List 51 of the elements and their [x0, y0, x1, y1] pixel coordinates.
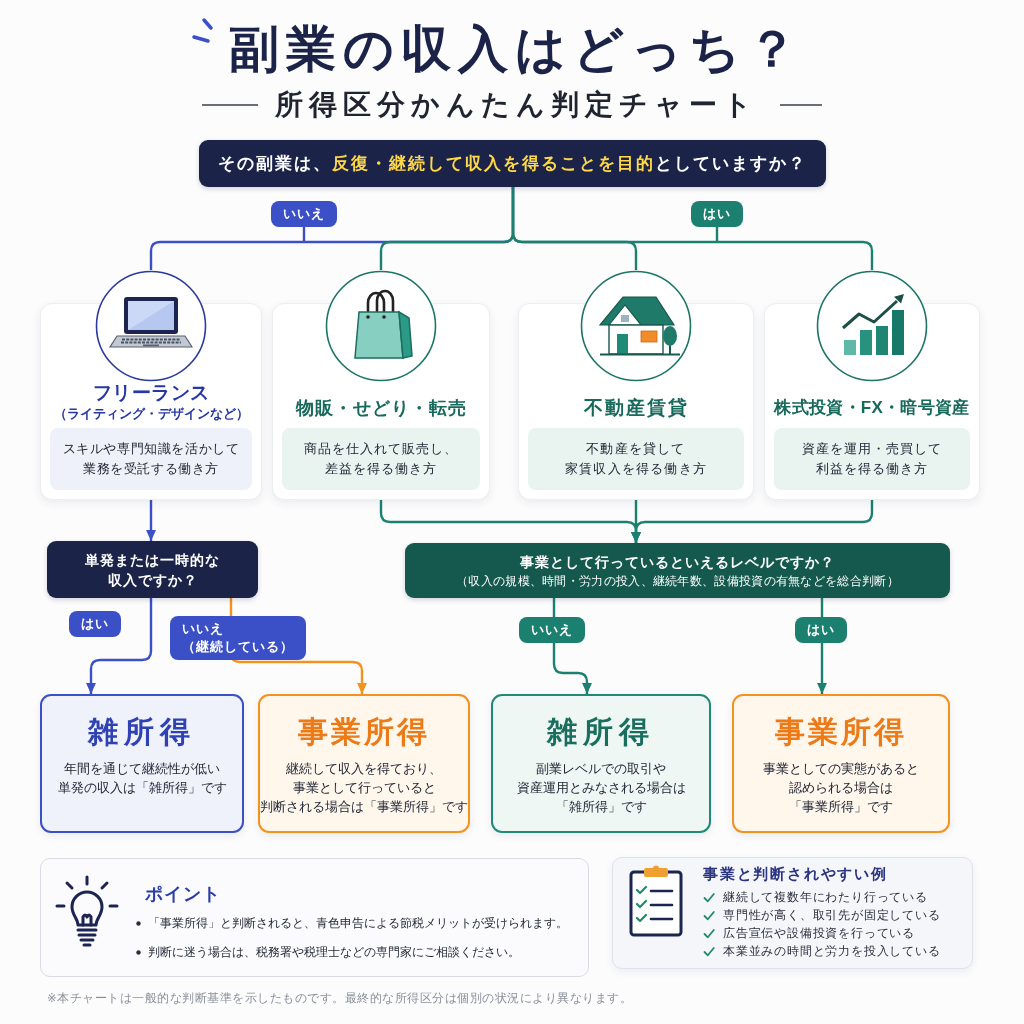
- question-text: 単発または一時的な収入ですか？: [85, 550, 220, 590]
- edge-label: いいえ: [271, 201, 337, 227]
- example-heading: 事業と判断されやすい例: [703, 864, 888, 884]
- edge-label: いいえ（継続している）: [170, 616, 306, 660]
- result-title: 事業所得: [775, 714, 907, 750]
- card-title: 株式投資・FX・暗号資産: [774, 397, 970, 419]
- description-panel: 商品を仕入れて販売し、差益を得る働き方: [282, 428, 480, 490]
- result-title: 雑所得: [547, 714, 655, 750]
- tip-heading: ポイント: [145, 883, 221, 906]
- tip-panel: [40, 858, 589, 977]
- chart-subtitle: 所得区分かんたん判定チャート: [274, 89, 758, 121]
- edge-label: いいえ: [519, 617, 585, 643]
- card-subtitle: （ライティング・デザインなど）: [53, 405, 249, 423]
- example-item: 継続して複数年にわたり行っている: [723, 889, 928, 905]
- tip-text: 「事業所得」と判断されると、青色申告による節税メリットが受けられます。: [148, 915, 568, 932]
- edge-label: はい: [691, 201, 743, 227]
- edge-label: はい: [795, 617, 847, 643]
- result-title: 雑所得: [88, 714, 196, 750]
- card-title: 不動産賃貸: [583, 396, 689, 420]
- footnote: ※本チャートは一般的な判断基準を示したものです。最終的な所得区分は個別の状況により異なります。: [47, 991, 633, 1006]
- question-box: [47, 541, 258, 598]
- arrow: [146, 500, 156, 541]
- result-text: 継続して収入を得ており、事業として行っていると判断される場合は「事業所得」です: [260, 761, 468, 816]
- example-item: 専門性が高く、取引先が固定している: [723, 907, 941, 923]
- question-note: （収入の規模、時間・労力の投入、継続年数、設備投資の有無などを総合判断）: [456, 572, 899, 590]
- arrow: [86, 598, 153, 694]
- example-item: 本業並みの時間と労力を投入している: [723, 943, 941, 959]
- result-text: 年間を通じて継続性が低い単発の収入は「雑所得」です: [57, 761, 227, 797]
- result-text: 事業としての実態があると認められる場合は「事業所得」です: [763, 761, 919, 816]
- description-panel: 資産を運用・売買して利益を得る働き方: [774, 428, 970, 490]
- example-panel: [612, 857, 973, 969]
- result-box: [40, 694, 244, 833]
- card-title: 物販・せどり・転売: [295, 397, 467, 420]
- question-box: [405, 543, 950, 598]
- result-box: [732, 694, 950, 833]
- chart-title: 副業の収入はどっち？: [228, 20, 804, 79]
- result-title: 事業所得: [298, 714, 430, 750]
- card-title: フリーランス: [92, 381, 210, 405]
- question-text: その副業は、反復・継続して収入を得ることを目的としていますか？: [218, 153, 807, 174]
- description-panel: スキルや専門知識を活かして業務を受託する働き方: [50, 428, 252, 490]
- question-box: [199, 140, 826, 187]
- tip-text: 判断に迷う場合は、税務署や税理士などの専門家にご相談ください。: [148, 944, 520, 961]
- arrow: [631, 500, 874, 543]
- connector-line: [511, 187, 874, 270]
- edge-label: はい: [69, 611, 121, 637]
- question-text: 事業として行っているといえるレベルですか？: [520, 552, 835, 572]
- result-text: 副業レベルでの取引や資産運用とみなされる場合は「雑所得」です: [516, 761, 686, 816]
- example-item: 広告宣伝や設備投資を行っている: [723, 925, 915, 941]
- result-box: [258, 694, 470, 833]
- result-box: [491, 694, 711, 833]
- description-panel: 不動産を貸して家賃収入を得る働き方: [528, 428, 744, 490]
